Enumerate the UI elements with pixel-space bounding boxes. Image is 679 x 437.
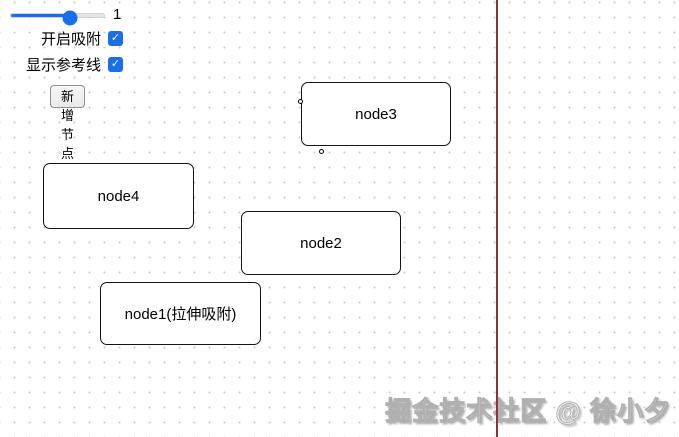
node-label: node2 xyxy=(300,234,342,252)
guide-toggle-label: 显示参考线 xyxy=(25,57,101,74)
scale-slider[interactable]: 1 xyxy=(10,6,140,25)
node-connection-handle[interactable] xyxy=(298,99,303,104)
guide-checkbox[interactable]: ✓ xyxy=(108,57,123,72)
slider-thumb[interactable] xyxy=(62,10,78,25)
snap-guide-line xyxy=(496,0,498,437)
slider-track[interactable] xyxy=(10,10,105,25)
node-label: node1(拉伸吸附) xyxy=(124,306,237,323)
flow-node-node2[interactable]: node2 xyxy=(241,211,401,275)
flow-node-node3[interactable]: node3 xyxy=(298,82,451,154)
snap-toggle-row: 开启吸附 ✓ xyxy=(0,28,123,49)
flow-node-node4[interactable]: node4 xyxy=(43,163,194,229)
slider-value: 1 xyxy=(113,6,122,23)
flow-node-node1[interactable]: node1(拉伸吸附) xyxy=(100,282,261,345)
node-connection-handle[interactable] xyxy=(319,149,324,154)
node-label: node3 xyxy=(355,105,397,123)
snap-toggle-label: 开启吸附 xyxy=(40,31,101,48)
slider-fill xyxy=(11,14,70,17)
snap-checkbox[interactable]: ✓ xyxy=(108,31,123,46)
node-label: node4 xyxy=(97,187,140,205)
add-node-button[interactable]: 新增节点 xyxy=(50,85,86,161)
watermark-text: 掘金技术社区 @ 徐小夕 xyxy=(385,396,671,427)
guide-toggle-row: 显示参考线 ✓ xyxy=(0,54,123,75)
